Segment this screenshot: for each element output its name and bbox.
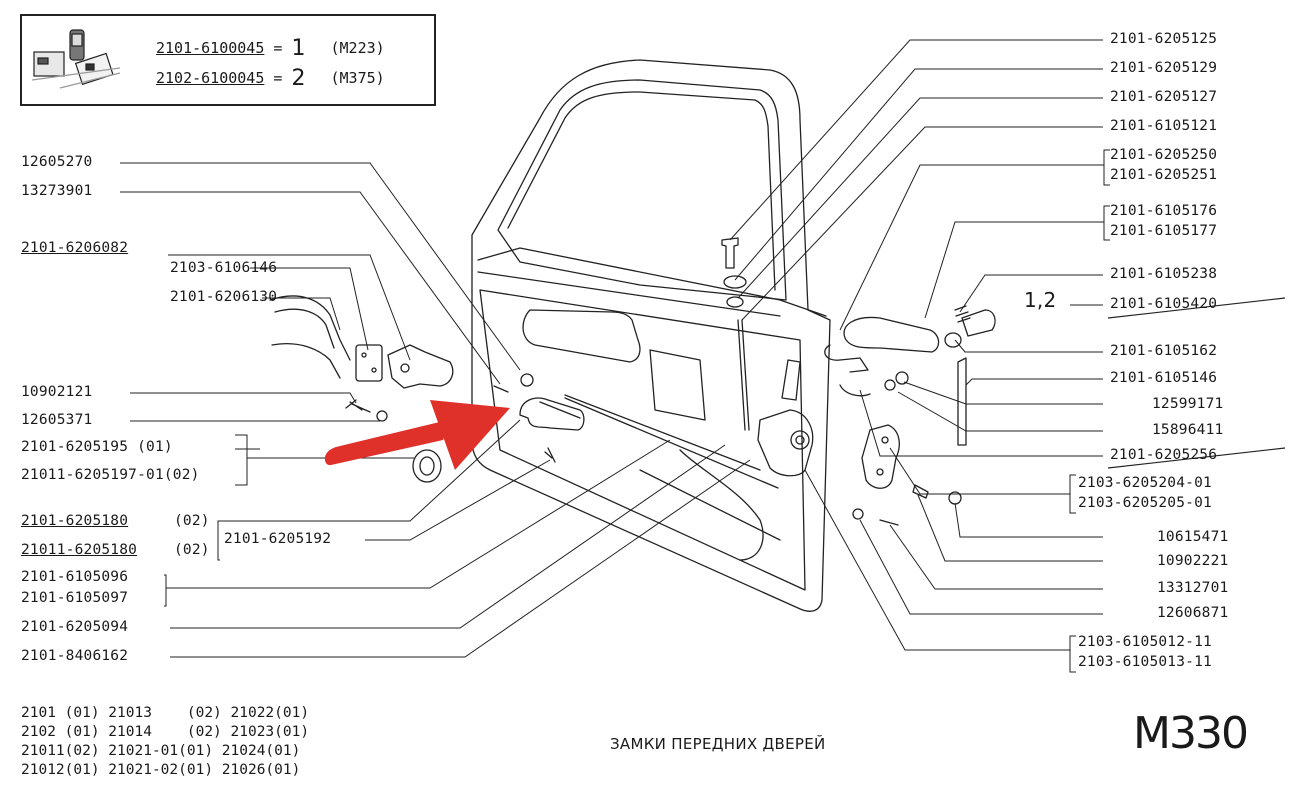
remote-lock-mechanism <box>387 344 454 389</box>
legend-num-1: 1 <box>291 36 306 61</box>
lock-button <box>721 237 739 269</box>
variant-mark: 1,2 <box>1024 288 1057 312</box>
inner-panel <box>479 289 806 591</box>
part-label: 2101-6105096 <box>21 569 129 585</box>
legend-num-2: 2 <box>291 66 306 91</box>
part-label: 2101-6105146 <box>1110 370 1218 386</box>
part-label: 2101-6205192 <box>224 531 332 547</box>
part-label: 10902121 <box>21 384 93 400</box>
page-title: ЗАМКИ ПЕРЕДНИХ ДВЕРЕЙ <box>610 735 826 753</box>
part-label: 2101-6205180 <box>21 513 129 529</box>
applicability-line: 21012(01) 21021-02(01) 21026(01) <box>21 762 301 778</box>
applicability-line: 2101 (01) 21013 (02) 21022(01) <box>21 705 310 721</box>
part-label: 2101-6105176 <box>1110 203 1218 219</box>
legend-eq-1: = <box>273 39 283 57</box>
screw-2 <box>493 385 509 393</box>
part-label: 2101-8406162 <box>21 648 129 664</box>
part-label: 2103-6105013-11 <box>1078 654 1212 670</box>
part-label: 13273901 <box>21 183 93 199</box>
door-lock <box>757 409 814 477</box>
key-cylinder <box>961 309 996 337</box>
part-label: 2101-6105238 <box>1110 266 1218 282</box>
part-label: 2101-6205125 <box>1110 31 1218 47</box>
part-label: 2101-6105121 <box>1110 118 1218 134</box>
handle-cap <box>412 449 442 483</box>
part-label: 2101-6105177 <box>1110 223 1218 239</box>
part-label: 2101-6205195 (01) <box>21 439 173 455</box>
part-label: 2101-6205127 <box>1110 89 1218 105</box>
part-label: 15896411 <box>1152 422 1224 438</box>
part-label: 10615471 <box>1157 529 1229 545</box>
part-label-suffix: (02) <box>174 542 210 558</box>
red-arrow <box>324 400 510 470</box>
striker <box>861 424 900 489</box>
screw-1 <box>345 399 371 413</box>
part-label: 2101-6206130 <box>170 289 278 305</box>
part-label: 2101-6205250 <box>1110 147 1218 163</box>
part-label: 2101-6105162 <box>1110 343 1218 359</box>
legend-ref-1: (M223) <box>330 39 385 57</box>
part-label: 10902221 <box>1157 553 1229 569</box>
page-code: M330 <box>1133 708 1249 759</box>
applicability-line: 21011(02) 21021-01(01) 21024(01) <box>21 743 301 759</box>
legend-part-2: 2102-6100045 <box>156 69 265 87</box>
kit-legend: 2101-6100045 = 1 (M223) 2102-6100045 = 2… <box>20 14 436 106</box>
legend-ref-2: (M375) <box>330 69 385 87</box>
part-label: 2101-6205129 <box>1110 60 1218 76</box>
legend-eq-2: = <box>273 69 283 87</box>
lock-rod <box>269 295 351 379</box>
part-label: 2101-6105420 <box>1110 296 1218 312</box>
part-label: 21011-6205180 <box>21 542 138 558</box>
part-label: 2101-6206082 <box>21 240 129 256</box>
part-label: 12605371 <box>21 412 93 428</box>
part-label: 21011-6205197-01(02) <box>21 467 200 483</box>
part-label: 12605270 <box>21 154 93 170</box>
part-label-suffix: (02) <box>174 513 210 529</box>
part-label: 2101-6205251 <box>1110 167 1218 183</box>
legend-row-2: 2102-6100045 = 2 (M375) <box>156 66 385 91</box>
window-opening <box>497 79 787 301</box>
applicability-line: 2102 (01) 21014 (02) 21023(01) <box>21 724 310 740</box>
part-label: 2103-6205205-01 <box>1078 495 1212 511</box>
lock-rod-vertical <box>957 357 967 446</box>
part-label: 2103-6106146 <box>170 260 278 276</box>
part-label: 2101-6105097 <box>21 590 129 606</box>
part-label: 12599171 <box>1152 396 1224 412</box>
inside-handle <box>519 397 585 431</box>
outside-handle <box>843 316 940 353</box>
lock-plate <box>355 344 383 382</box>
part-label: 2101-6205256 <box>1110 447 1218 463</box>
part-label: 13312701 <box>1157 580 1229 596</box>
kit-thumbnail <box>31 29 121 89</box>
part-label: 2101-6205094 <box>21 619 129 635</box>
part-label: 12606871 <box>1157 605 1229 621</box>
legend-row-1: 2101-6100045 = 1 (M223) <box>156 36 385 61</box>
door-frame <box>471 59 831 612</box>
grommet <box>723 275 747 289</box>
part-label: 2103-6105012-11 <box>1078 634 1212 650</box>
part-label: 2103-6205204-01 <box>1078 475 1212 491</box>
legend-part-1: 2101-6100045 <box>156 39 265 57</box>
